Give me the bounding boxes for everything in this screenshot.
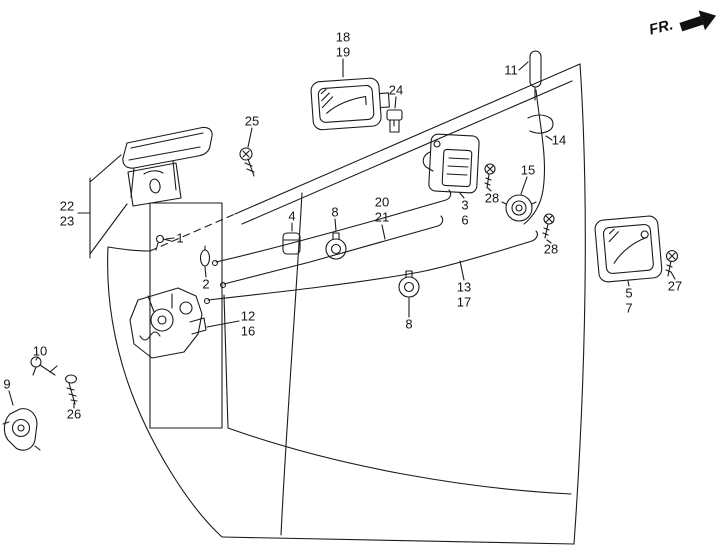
- part-11-lock-knob: [529, 50, 542, 101]
- part-12-16-door-lock: [129, 287, 207, 359]
- part-14-rod-guide: [523, 89, 554, 225]
- part-8-grommet-upper: [325, 232, 347, 260]
- part-25-screw: [239, 147, 255, 177]
- leader-lines: [8, 58, 676, 409]
- door-outline: [107, 63, 586, 545]
- part-1-pin: [155, 234, 172, 251]
- part-15-bushing: [501, 194, 537, 222]
- part-28-screw-upper: [484, 163, 496, 189]
- part-2-clip: [199, 245, 211, 267]
- part-10-rod-joint: [30, 356, 58, 376]
- part-18-19-bezel: [310, 77, 390, 131]
- part-3-6-lock-actuator: [422, 133, 480, 194]
- part-28-screw-lower: [542, 213, 555, 239]
- part-22-23-outside-handle: [122, 126, 213, 207]
- part-9-lock-cylinder: [2, 408, 41, 451]
- part-8-grommet-lower: [398, 270, 420, 298]
- part-4-cushion: [282, 232, 301, 255]
- part-26-screw: [64, 374, 78, 405]
- part-20-21-rods: [211, 189, 452, 289]
- fr-arrow-icon: [679, 10, 717, 32]
- part-13-17-rod: [203, 230, 538, 305]
- line-art-root: [2, 10, 717, 545]
- part-5-7-inner-handle-bezel: [594, 215, 663, 283]
- part-27-screw: [665, 249, 679, 277]
- part-24-clip: [386, 109, 403, 133]
